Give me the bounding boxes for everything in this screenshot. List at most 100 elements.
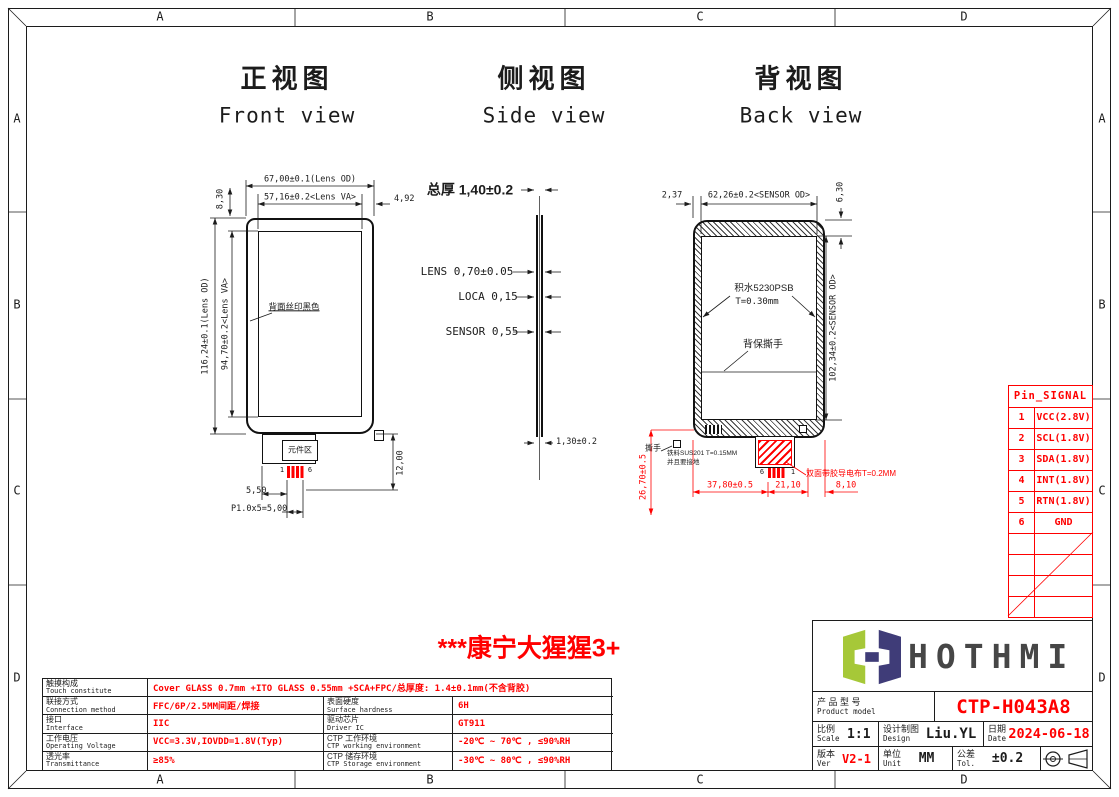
back-label-tear: 撕手: [645, 443, 661, 453]
spec-value: VCC=3.3V,IOVDD=1.8V(Typ): [148, 733, 324, 752]
brand-wordmark: HOTHMI: [908, 637, 1076, 676]
zone-letter-right-a: A: [1098, 111, 1106, 126]
scale-value: 1:1: [847, 726, 871, 742]
front-view-title-en: Front view: [218, 103, 356, 128]
front-view-component-area-label: 元件区: [288, 445, 312, 455]
back-view-pin6-label: 6: [759, 468, 765, 477]
spec-value: -20℃ ~ 70℃ , ≤90%RH: [453, 734, 613, 752]
front-view-pin6-label: 6: [307, 466, 313, 475]
pin-table-row-empty: [1009, 533, 1092, 554]
title-block-logo-row: [813, 621, 1092, 692]
front-dim-edge-right: 4,92: [394, 194, 415, 204]
zone-letter-right-d: D: [1098, 670, 1106, 685]
pin-table-row-empty: [1009, 554, 1092, 575]
back-label-tape-name: 积水5230PSB: [734, 282, 794, 294]
side-dim-tail: 1,30±0.2: [556, 437, 597, 447]
version-value: V2-1: [842, 751, 871, 766]
zone-letter-bottom-a: A: [156, 772, 164, 787]
front-dim-fpc-pitch: P1.0x5=5,00: [231, 504, 288, 514]
zone-letter-left-d: D: [13, 670, 21, 685]
hothmi-logo-icon: [843, 629, 901, 685]
front-dim-fpc-length: 12,00: [395, 450, 406, 476]
spec-value: 6H: [453, 697, 613, 716]
side-view-title-en: Side view: [482, 103, 606, 128]
front-dim-lens-va-width: 57,16±0.2<Lens VA>: [263, 192, 357, 203]
side-dim-lens: LENS 0,70±0.05: [420, 264, 514, 278]
front-view-title-zh: 正视图: [240, 63, 334, 94]
spec-value: GT911: [453, 715, 613, 734]
back-view-title-zh: 背视图: [754, 63, 848, 94]
zone-letter-right-c: C: [1098, 483, 1106, 498]
front-view-lens-outline: [246, 218, 374, 434]
back-view-title-en: Back view: [739, 103, 863, 128]
product-model: CTP-H043A8: [956, 695, 1071, 718]
zone-letter-top-c: C: [696, 9, 704, 24]
back-dim-edge-left: 2,37: [661, 190, 683, 201]
zone-letter-top-b: B: [426, 9, 434, 24]
back-dim-edge-top: 6,30: [835, 181, 846, 203]
zone-letter-left-b: B: [13, 297, 21, 312]
zone-letter-top-a: A: [156, 9, 164, 24]
back-view-tear-tab: [673, 440, 681, 448]
pin-table-row-empty: [1009, 596, 1092, 617]
zone-letter-bottom-d: D: [960, 772, 968, 787]
front-view-active-area: [258, 231, 362, 417]
zone-letter-bottom-c: C: [696, 772, 704, 787]
back-label-tape-thickness: T=0.30mm: [735, 297, 779, 308]
back-view-pin1-label: 1: [790, 468, 796, 477]
projection-symbol-icon: [1042, 748, 1088, 769]
back-view-outline-hatched: [693, 220, 825, 438]
tolerance-value: ±0.2: [991, 751, 1024, 766]
note-gorilla-glass: ***康宁大猩猩3+: [437, 634, 621, 663]
back-view-sensor-area: [701, 236, 817, 420]
back-dim-sensor-od-width: 62,26±0.2<SENSOR OD>: [707, 190, 811, 201]
back-view-connector-pins: [768, 468, 786, 478]
back-dim-fpc-drop: 26,70±0.5: [638, 453, 649, 501]
back-dim-fpc-left: 37,80±0.5: [706, 480, 754, 491]
zone-letter-top-d: D: [960, 9, 968, 24]
zone-letter-right-b: B: [1098, 297, 1106, 312]
back-dim-fpc-mid: 21,10: [775, 480, 801, 491]
spec-value: IIC: [148, 715, 324, 734]
spec-value: ≥85%: [148, 751, 324, 770]
back-label-steel-1: 铁料SUS201 T=0.15MM: [667, 450, 738, 457]
unit-value: MM: [918, 751, 935, 766]
back-label-steel-2: 并且要接地: [667, 459, 700, 466]
spec-value: Cover GLASS 0.7mm +ITO GLASS 0.55mm +SCA…: [148, 679, 613, 698]
side-dim-total-thickness: 总厚 1,40±0.2: [426, 181, 514, 198]
pin-table-header: Pin_SIGNAL: [1013, 390, 1088, 402]
side-view-stack-outline: [536, 215, 543, 437]
front-dim-lens-od-width: 67,00±0.1(Lens OD): [263, 174, 357, 185]
zone-letter-left-c: C: [13, 483, 21, 498]
front-dim-lens-od-height: 116,24±0.1(Lens OD): [200, 277, 211, 375]
spec-value: FFC/6P/2.5MM间距/焊接: [148, 697, 324, 716]
front-view-connector-pins: [287, 466, 304, 478]
front-view-side-tab: [374, 430, 384, 441]
product-model-value-cell: CTP-H043A8: [935, 692, 1092, 721]
back-dim-fpc-right: 8,10: [835, 480, 857, 491]
front-dim-fpc-offset: 5,50: [246, 486, 267, 496]
front-view-component-area-box: [282, 440, 318, 461]
front-dim-lens-va-height: 94,70±0.2<Lens VA>: [220, 277, 231, 371]
side-dim-sensor: SENSOR 0,55: [445, 324, 519, 338]
side-view-title-zh: 侧视图: [497, 63, 591, 94]
